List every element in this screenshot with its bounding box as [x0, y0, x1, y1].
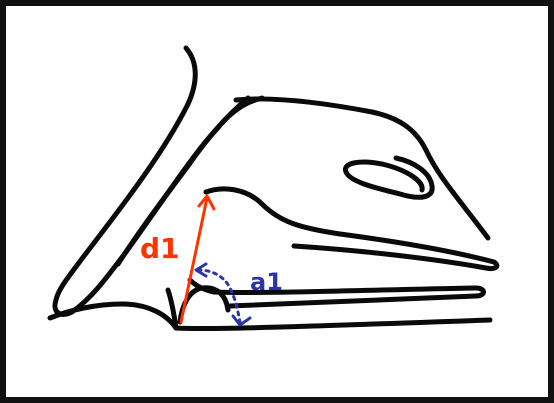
d1-arrow-line [179, 196, 209, 324]
left-inner-stroke [115, 95, 251, 267]
a1-arrow-head-bottom [231, 314, 252, 327]
upper-blade-stroke [203, 186, 500, 271]
a1-measurement: a1 [194, 262, 283, 327]
d1-measurement: d1 [140, 194, 216, 324]
top-contour-stroke [233, 96, 491, 241]
d1-label: d1 [140, 232, 180, 265]
a1-arrow-head-top [194, 262, 208, 278]
d1-arrow-head [197, 194, 216, 211]
a1-arc [196, 268, 242, 324]
base-stub-stroke [165, 287, 179, 331]
a1-label: a1 [250, 268, 283, 296]
middle-blade-stroke [187, 277, 486, 309]
curl-stroke [343, 155, 435, 200]
